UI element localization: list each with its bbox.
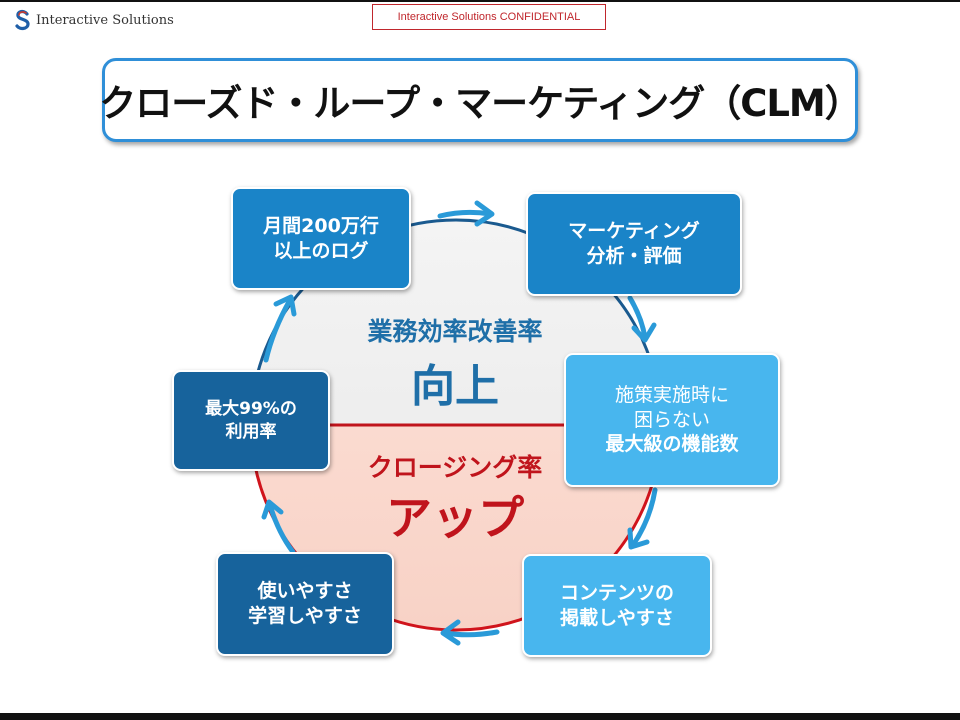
arrow-up-icon bbox=[261, 499, 296, 555]
node-text: 困らない bbox=[633, 408, 710, 431]
improvement-label: 向上 bbox=[411, 361, 499, 412]
node-text: マーケティング bbox=[568, 220, 700, 243]
node-usage-rate: 最大99%の 利用率 bbox=[172, 370, 330, 471]
top-rule bbox=[0, 0, 960, 2]
node-text: 利用率 bbox=[225, 421, 277, 442]
arrow-down-icon-2 bbox=[627, 487, 658, 550]
node-marketing-analysis: マーケティング 分析・評価 bbox=[526, 192, 742, 296]
node-text: 学習しやすさ bbox=[248, 605, 362, 627]
node-text: 掲載しやすさ bbox=[560, 606, 674, 629]
node-usability: 使いやすさ 学習しやすさ bbox=[216, 552, 394, 656]
increase-label: アップ bbox=[386, 491, 524, 545]
node-content-posting: コンテンツの 掲載しやすさ bbox=[522, 554, 712, 657]
node-log-volume: 月間200万行 以上のログ bbox=[231, 187, 411, 290]
node-text: 使いやすさ bbox=[257, 580, 353, 603]
node-text: 以上のログ bbox=[273, 239, 369, 262]
page-title: クローズド・ループ・マーケティング（CLM） bbox=[99, 82, 862, 125]
node-text: 分析・評価 bbox=[586, 245, 682, 267]
node-text: 施策実施時に bbox=[614, 383, 729, 406]
node-text: 月間200万行 bbox=[263, 214, 379, 237]
node-text: 最大99%の bbox=[205, 399, 297, 420]
node-text: 最大級の機能数 bbox=[605, 433, 739, 456]
closing-rate-label: クロージング率 bbox=[367, 453, 543, 482]
arrow-left-icon bbox=[440, 619, 500, 646]
confidential-label: Interactive Solutions CONFIDENTIAL bbox=[372, 4, 606, 30]
company-logo: Interactive Solutions bbox=[14, 8, 174, 32]
node-feature-count: 施策実施時に 困らない 最大級の機能数 bbox=[564, 353, 780, 487]
node-text: コンテンツの bbox=[559, 581, 674, 604]
title-box: クローズド・ループ・マーケティング（CLM） bbox=[99, 58, 862, 142]
arrow-down-icon bbox=[627, 295, 657, 343]
logo-s-icon bbox=[15, 9, 30, 31]
upper-half-ring bbox=[249, 218, 663, 425]
arrow-up-icon-2 bbox=[263, 294, 297, 363]
logo-text: Interactive Solutions bbox=[36, 12, 174, 28]
arrow-right-icon bbox=[437, 200, 495, 227]
bottom-rule bbox=[0, 713, 960, 720]
lower-half-ring bbox=[249, 425, 663, 632]
efficiency-rate-label: 業務効率改善率 bbox=[367, 317, 543, 346]
